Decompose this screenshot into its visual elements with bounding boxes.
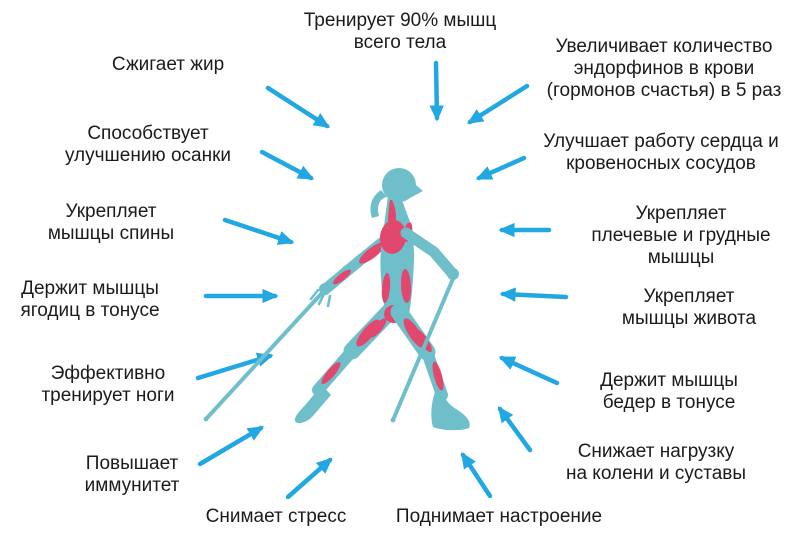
muscle-scapula — [379, 220, 407, 254]
front-shoe — [431, 389, 470, 431]
arrow-heart-vessels — [475, 155, 527, 181]
label-knees-joints: Снижает нагрузку на колени и суставы — [565, 441, 747, 484]
label-trains-total-body: Тренирует 90% мышц всего тела — [303, 10, 497, 53]
rear-shoe — [294, 385, 331, 424]
label-stress: Снимает стресс — [205, 506, 347, 527]
arrow-knees-joints — [497, 406, 533, 453]
face-profile — [410, 180, 423, 198]
arrow-thighs-tone — [498, 355, 560, 386]
label-shoulder-chest: Укрепляет плечевые и грудные мышцы — [591, 203, 771, 268]
label-burns-fat: Сжигает жир — [111, 54, 225, 75]
arrow-stress — [285, 457, 333, 500]
walker-front-leg — [390, 303, 470, 431]
label-glutes-tone: Держит мышцы ягодиц в тонусе — [20, 278, 160, 321]
arrow-trains-total-body — [429, 60, 444, 122]
label-back-muscles: Укрепляет мышцы спины — [47, 201, 175, 244]
label-mood: Поднимает настроение — [395, 506, 603, 527]
arrow-immunity — [197, 425, 265, 467]
arrow-endorphins — [466, 83, 530, 125]
muscle-neck — [388, 200, 396, 226]
muscle-lower-back — [381, 273, 391, 303]
arrow-abdominal — [499, 287, 569, 302]
walker-rear-leg — [294, 301, 400, 424]
arrow-posture — [259, 149, 315, 181]
muscle-rear-thigh — [356, 319, 380, 347]
muscle-front-quad — [416, 329, 432, 353]
head — [382, 168, 416, 202]
label-endorphins: Увеличивает количество эндорфинов в кров… — [546, 36, 782, 101]
muscle-upper-arm — [359, 242, 385, 264]
label-immunity: Повышает иммунитет — [84, 453, 180, 496]
arrow-mood — [460, 451, 493, 499]
muscle-forearm — [333, 269, 351, 285]
label-thighs-tone: Держит мышцы бедер в тонусе — [600, 370, 738, 413]
label-legs-training: Эффективно тренирует ноги — [41, 363, 175, 406]
label-posture: Способствует улучшению осанки — [64, 123, 232, 166]
arrow-back-muscles — [222, 217, 295, 245]
walking-pole-front-icon — [390, 272, 457, 423]
muscle-rear-calf — [321, 361, 341, 385]
muscle-front-calf — [432, 361, 444, 391]
nordic-walker-figure — [203, 168, 470, 431]
ponytail — [370, 190, 387, 218]
label-heart-vessels: Улучшает работу сердца и кровеносных сос… — [543, 131, 779, 174]
muscle-rear-hamstring — [369, 318, 387, 338]
muscle-abdomen — [400, 269, 412, 303]
arrow-burns-fat — [265, 85, 331, 129]
label-abdominal: Укрепляет мышцы живота — [621, 286, 757, 329]
